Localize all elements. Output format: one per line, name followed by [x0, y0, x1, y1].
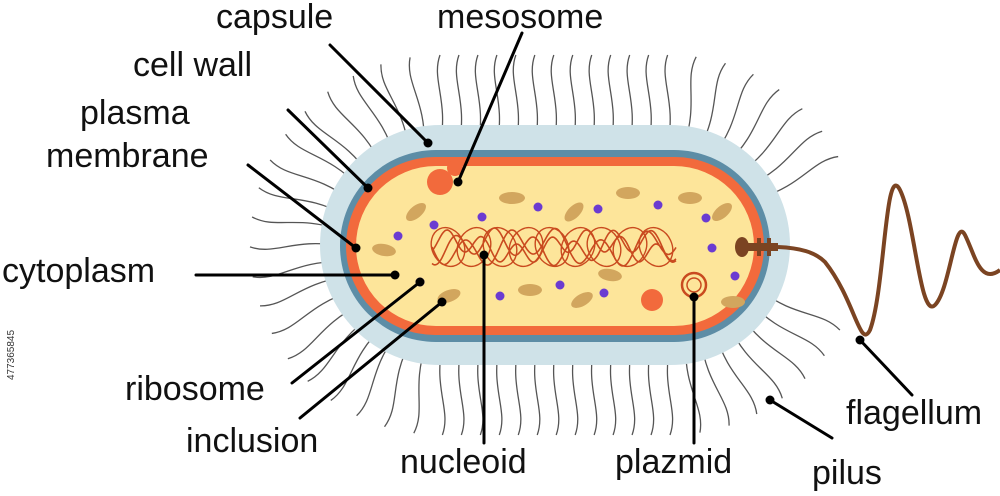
ribosome-particle — [533, 202, 543, 212]
inclusion-granule — [499, 192, 525, 204]
label-plazmid: plazmid — [615, 443, 733, 481]
mesosome-fold — [427, 169, 453, 195]
nucleoid-loop — [456, 226, 492, 268]
label-cell-wall: cell wall — [133, 46, 253, 84]
leader-cell-wall — [286, 108, 370, 190]
inclusion-granule — [518, 284, 542, 296]
inclusion-granule — [564, 202, 584, 222]
leader-flagellum — [858, 338, 914, 397]
label-capsule: capsule — [216, 0, 334, 36]
ribosome-particle — [393, 231, 403, 241]
label-membrane: membrane — [46, 137, 209, 175]
inclusions-group — [372, 187, 745, 308]
leader-plasma-membrane — [246, 163, 358, 250]
ribosome-particle — [599, 288, 609, 298]
plasmid-ring-inner — [686, 277, 702, 293]
ribosome-particle — [593, 204, 603, 214]
ribosome-particle — [653, 200, 663, 210]
inclusion-granule — [712, 203, 732, 221]
ribosome-particle — [555, 280, 565, 290]
leader-endpoints — [351, 138, 865, 405]
leader-mesosome — [456, 31, 524, 184]
label-ribosome: ribosome — [125, 370, 265, 408]
nucleoid-loop — [430, 226, 466, 268]
label-inclusion: inclusion — [186, 422, 319, 460]
ribosome-particle — [701, 213, 711, 223]
nucleoid-loop — [534, 226, 570, 268]
nucleoid-loop — [638, 226, 674, 268]
nucleoid-loop — [586, 226, 622, 268]
flagellum — [777, 183, 1000, 337]
label-plasma: plasma — [80, 94, 190, 132]
inclusion-granule — [616, 187, 640, 199]
ribosome-particle — [495, 291, 505, 301]
inclusion-granule — [406, 203, 426, 221]
label-flagellum: flagellum — [846, 394, 983, 432]
inclusion-granule — [678, 192, 702, 204]
membrane-fold — [641, 289, 663, 311]
mesosome-fold-small — [447, 160, 463, 176]
leader-inclusion — [298, 300, 444, 420]
leader-ribosome — [290, 280, 422, 385]
inclusion-granule — [372, 243, 396, 257]
nucleoid-loop — [612, 226, 648, 268]
ribosome-particle — [707, 243, 717, 253]
label-mesosome: mesosome — [437, 0, 604, 36]
label-pilus: pilus — [812, 454, 882, 492]
ribosome-particle — [429, 220, 439, 230]
inclusion-granule — [598, 268, 622, 282]
nucleoid-loop — [508, 226, 544, 268]
nucleoid-loop — [560, 226, 596, 268]
label-cytoplasm: cytoplasm — [2, 252, 156, 290]
inclusion-granule — [721, 296, 745, 308]
nucleoid-loops — [430, 226, 677, 268]
ribosome-particle — [477, 212, 487, 222]
leader-capsule — [328, 43, 430, 145]
label-nucleoid: nucleoid — [400, 443, 527, 481]
ribosome-particle — [730, 271, 740, 281]
flagellum-basal-body — [735, 237, 778, 257]
stock-id: 477365845 — [6, 329, 17, 380]
leader-pilus — [768, 398, 834, 440]
inclusion-granule — [571, 292, 593, 308]
label-leaders — [194, 31, 914, 445]
